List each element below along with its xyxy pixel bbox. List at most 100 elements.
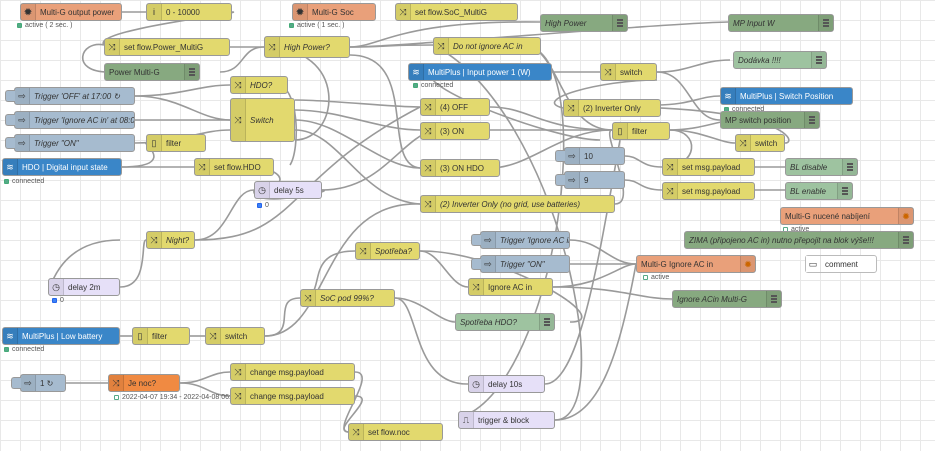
- node-inverter-only-batteries[interactable]: ⤨ (2) Inverter Only (no grid, use batter…: [420, 195, 615, 213]
- node-inject-10[interactable]: ⇨ 10: [555, 147, 625, 165]
- node-bl-disable[interactable]: BL disable: [785, 158, 858, 176]
- node-multi-g-output-power[interactable]: ✹ Multi-G output power: [20, 3, 122, 21]
- range-icon: i: [147, 4, 162, 20]
- inject-button[interactable]: [555, 174, 565, 186]
- node-bl-enable[interactable]: BL enable: [785, 182, 853, 200]
- switch-icon: ⤨: [231, 77, 246, 93]
- victron-icon: ✹: [740, 256, 755, 272]
- node-change-1[interactable]: ⤨ change msg.payload: [230, 363, 355, 381]
- debug-icon: [811, 52, 826, 68]
- debug-icon: [612, 15, 627, 31]
- node-power-multi-g[interactable]: Power Multi-G: [104, 63, 200, 81]
- node-trigger-off[interactable]: ⇨ Trigger 'OFF' at 17:00 ↻: [5, 87, 135, 105]
- inject-icon: ⇨: [481, 232, 496, 248]
- change-icon: ⤨: [434, 38, 449, 54]
- node-switch-b[interactable]: ⤨ switch: [735, 134, 785, 152]
- node-dodavka[interactable]: Dodávka !!!!: [733, 51, 827, 69]
- node-high-power-switch[interactable]: ⤨ High Power?: [264, 36, 350, 58]
- node-trigger-ignore[interactable]: ⇨ Trigger 'Ignore AC in' at 08:00 ↻: [5, 111, 135, 129]
- status-low-battery: connected: [4, 346, 44, 353]
- node-ignore-acin-mg[interactable]: Ignore ACin Multi-G: [672, 290, 782, 308]
- inject-button[interactable]: [555, 150, 565, 162]
- node-je-noc[interactable]: ⤨ Je noc?: [108, 374, 180, 392]
- switch-icon: ⤨: [736, 135, 751, 151]
- node-ignore-ac-in[interactable]: ⤨ Ignore AC in: [468, 278, 553, 296]
- node-trigger-ignore-2[interactable]: ⇨ Trigger 'Ignore AC in': [471, 231, 570, 249]
- node-mp-switch-position[interactable]: MP switch position: [720, 111, 820, 129]
- inject-button[interactable]: [11, 377, 21, 389]
- node-mg-nucene[interactable]: Multi-G nucené nabíjení ✹: [780, 207, 914, 225]
- filter-icon: ▯: [613, 123, 628, 139]
- status-dot-icon: [4, 347, 9, 352]
- inject-button[interactable]: [5, 114, 15, 126]
- node-spotreba-hdo[interactable]: Spotřeba HDO?: [455, 313, 555, 331]
- node-change-2[interactable]: ⤨ change msg.payload: [230, 387, 355, 405]
- node-switch-a[interactable]: ⤨ switch: [600, 63, 657, 81]
- node-on3[interactable]: ⤨ (3) ON: [420, 122, 490, 140]
- node-set-power[interactable]: ⤨ set flow.Power_MultiG: [104, 38, 230, 56]
- inject-icon: ⇨: [15, 88, 30, 104]
- node-comment[interactable]: ▭ comment: [805, 255, 877, 273]
- node-trigger-block[interactable]: ⎍ trigger & block: [458, 411, 555, 429]
- debug-icon: [804, 112, 819, 128]
- node-off4[interactable]: ⤨ (4) OFF: [420, 98, 490, 116]
- node-filter-mid[interactable]: ▯ filter: [612, 122, 670, 140]
- status-multi-g-soc: active ( 1 sec. ): [289, 22, 344, 29]
- node-delay-5s[interactable]: ◷ delay 5s: [254, 181, 322, 199]
- change-icon: ⤨: [469, 279, 484, 295]
- status-mp-input-power: connected: [413, 82, 453, 89]
- node-mg-ignore[interactable]: Multi-G Ignore AC in ✹: [636, 255, 756, 273]
- inject-button[interactable]: [5, 90, 15, 102]
- status-dot-icon: [643, 275, 648, 280]
- switch-icon: ⤨: [301, 290, 316, 306]
- inject-button[interactable]: [5, 137, 15, 149]
- change-icon: ⤨: [231, 364, 246, 380]
- node-set-payload-2[interactable]: ⤨ set msg.payload: [662, 182, 755, 200]
- node-on3-hdo[interactable]: ⤨ (3) ON HDO: [420, 159, 500, 177]
- node-delay-2m[interactable]: ◷ delay 2m: [48, 278, 120, 296]
- node-inject-1[interactable]: ⇨ 1 ↻: [11, 374, 66, 392]
- node-mp-switch-pos[interactable]: ≋ MultiPlus | Switch Position: [720, 87, 853, 105]
- inject-icon: ⇨: [15, 112, 30, 128]
- mqtt-icon: ≋: [409, 64, 424, 80]
- debug-icon: [766, 291, 781, 307]
- change-icon: ⤨: [396, 4, 411, 20]
- node-filter-low[interactable]: ▯ filter: [132, 327, 190, 345]
- node-set-hdo[interactable]: ⤨ set flow.HDO: [194, 158, 274, 176]
- node-delay-10s[interactable]: ◷ delay 10s: [468, 375, 545, 393]
- inject-button[interactable]: [471, 234, 481, 246]
- status-dot-icon: [114, 395, 119, 400]
- node-range[interactable]: i 0 - 10000: [146, 3, 232, 21]
- node-multi-g-soc[interactable]: ✹ Multi-G Soc: [292, 3, 376, 21]
- comment-icon: ▭: [806, 256, 821, 272]
- node-mp-input-w[interactable]: MP Input W: [728, 14, 834, 32]
- node-night-switch[interactable]: ⤨ Night?: [146, 231, 195, 249]
- inject-icon: ⇨: [21, 375, 36, 391]
- clock-icon: ◷: [469, 376, 484, 392]
- node-low-battery[interactable]: ≋ MultiPlus | Low battery: [2, 327, 120, 345]
- node-high-power-out[interactable]: High Power: [540, 14, 628, 32]
- node-switch-main[interactable]: ⤨ Switch: [230, 98, 295, 142]
- node-trigger-on[interactable]: ⇨ Trigger "ON": [5, 134, 135, 152]
- node-set-soc[interactable]: ⤨ set flow.SoC_MultiG: [395, 3, 518, 21]
- node-filter-top[interactable]: ▯ filter: [146, 134, 206, 152]
- inject-button[interactable]: [471, 258, 481, 270]
- node-trigger-on-2[interactable]: ⇨ Trigger "ON": [471, 255, 570, 273]
- clock-icon: ◷: [255, 182, 270, 198]
- node-set-payload-1[interactable]: ⤨ set msg.payload: [662, 158, 755, 176]
- node-hdo-switch[interactable]: ⤨ HDO?: [230, 76, 288, 94]
- node-zima[interactable]: ZIMA (připojeno AC in) nutno přepojit na…: [684, 231, 914, 249]
- node-inverter-only[interactable]: ⤨ (2) Inverter Only: [563, 99, 661, 117]
- victron-icon: ✹: [21, 4, 36, 20]
- node-switch-low[interactable]: ⤨ switch: [205, 327, 265, 345]
- node-soc-99-switch[interactable]: ⤨ SoC pod 99%?: [300, 289, 395, 307]
- node-hdo-input[interactable]: ≋ HDO | Digital input state: [2, 158, 122, 176]
- node-mp-input-power[interactable]: ≋ MultiPlus | Input power 1 (W): [408, 63, 552, 81]
- node-inject-9[interactable]: ⇨ 9: [555, 171, 625, 189]
- node-set-noc[interactable]: ⤨ set flow.noc: [348, 423, 443, 441]
- victron-icon: ✹: [898, 208, 913, 224]
- mqtt-icon: ≋: [3, 328, 18, 344]
- node-spotreba-switch[interactable]: ⤨ Spotřeba?: [355, 242, 420, 260]
- change-icon: ⤨: [421, 196, 436, 212]
- node-do-not-ignore[interactable]: ⤨ Do not ignore AC in: [433, 37, 541, 55]
